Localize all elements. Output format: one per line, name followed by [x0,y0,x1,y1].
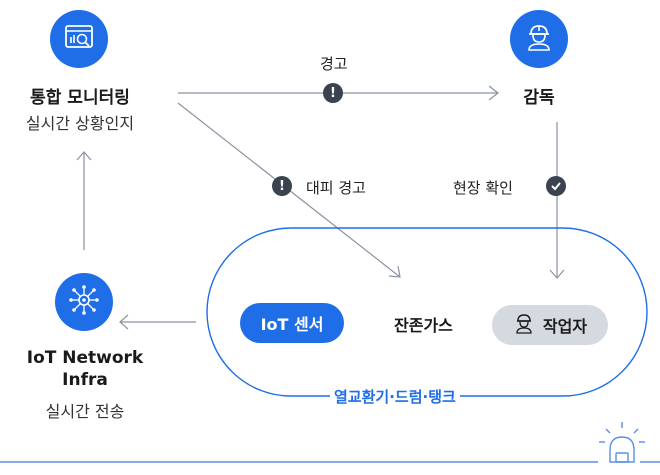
arrowhead-evacuation [388,265,401,278]
iot-sensor-label: IoT 센서 [260,315,324,334]
network-title-line1: IoT Network [26,348,144,368]
zone-label: 열교환기·드럼·탱크 [330,386,460,407]
check-icon [546,176,566,196]
arrowhead-warning [488,85,499,101]
worker-pill: 작업자 [492,305,608,345]
network-node [55,273,113,331]
hardhat-person-icon [523,21,555,57]
site-check-label: 현장 확인 [453,179,513,197]
monitor-analytics-icon [63,21,95,57]
residual-gas-label: 잔존가스 [394,316,453,335]
supervisor-node [510,10,568,68]
evacuation-warning-label: 대피 경고 [306,179,366,197]
supervisor-title: 감독 [523,88,555,108]
monitoring-subtitle: 실시간 상황인지 [25,114,135,133]
monitoring-title: 통합 모니터링 [30,88,130,108]
arrowhead-site-check [549,269,565,279]
iot-sensor-pill: IoT 센서 [240,303,344,343]
monitoring-node [50,10,108,68]
warning-exclamation-icon: ! [323,83,343,103]
worker-icon [513,312,535,338]
network-title-line2: Infra [62,370,108,390]
network-hub-icon [67,283,101,321]
worker-label: 작업자 [542,317,588,336]
warning-label: 경고 [320,55,348,73]
alarm-light-icon [596,420,648,474]
evacuation-exclamation-icon: ! [272,176,292,196]
arrowhead-zone-network [119,314,129,330]
network-subtitle: 실시간 전송 [45,402,125,421]
arrowhead-network-monitoring [76,151,92,161]
